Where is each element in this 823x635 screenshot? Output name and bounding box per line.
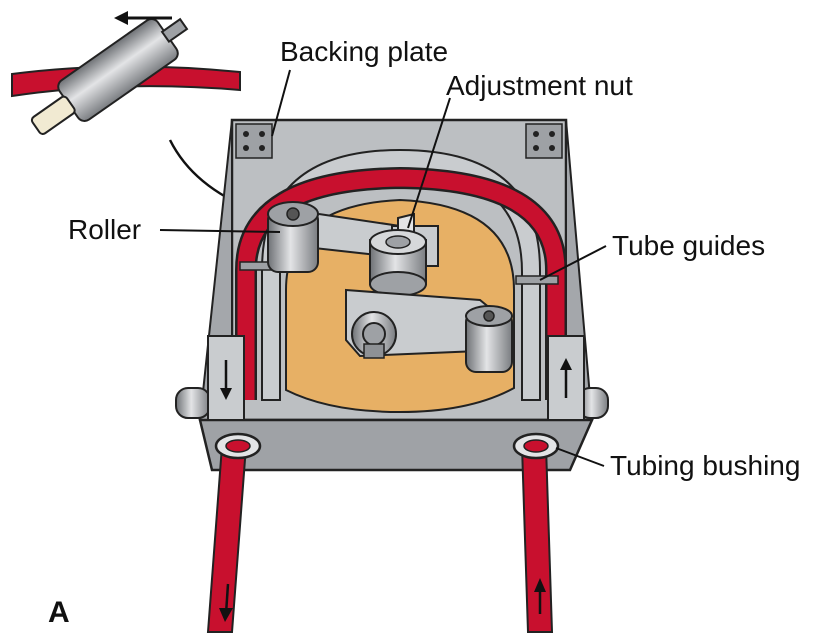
- label-roller: Roller: [68, 214, 142, 245]
- leader-lines: [159, 69, 607, 467]
- housing-front-face: [198, 418, 594, 472]
- label-backing-plate: Backing plate: [280, 36, 449, 67]
- label-adjustment-nut: Adjustment nut: [446, 70, 633, 101]
- panel-letter: A: [48, 596, 70, 629]
- roller-lower: [465, 305, 513, 373]
- leader-roller: [159, 229, 281, 233]
- corner-plate-right: [525, 123, 563, 159]
- leader-backing-plate: [271, 69, 291, 137]
- rotor-hub: [369, 229, 427, 297]
- leader-tube-guides: [539, 245, 607, 281]
- leader-adjustment-nut: [407, 97, 451, 229]
- side-pin-left: [175, 387, 211, 419]
- motor-shaft: [30, 95, 76, 135]
- tube-guide-right: [515, 275, 559, 285]
- roller-upper: [267, 201, 319, 273]
- outlet-tubing: [206, 432, 262, 633]
- hub-bolt: [351, 311, 397, 359]
- label-tubing-bushing: Tubing bushing: [610, 450, 801, 481]
- corner-plate-left: [235, 123, 273, 159]
- label-tube-guides: Tube guides: [612, 230, 766, 261]
- drive-motor: [11, 11, 293, 224]
- leader-tubing-bushing: [555, 447, 605, 467]
- pump-housing: [175, 118, 609, 472]
- inlet-tubing: [512, 432, 560, 633]
